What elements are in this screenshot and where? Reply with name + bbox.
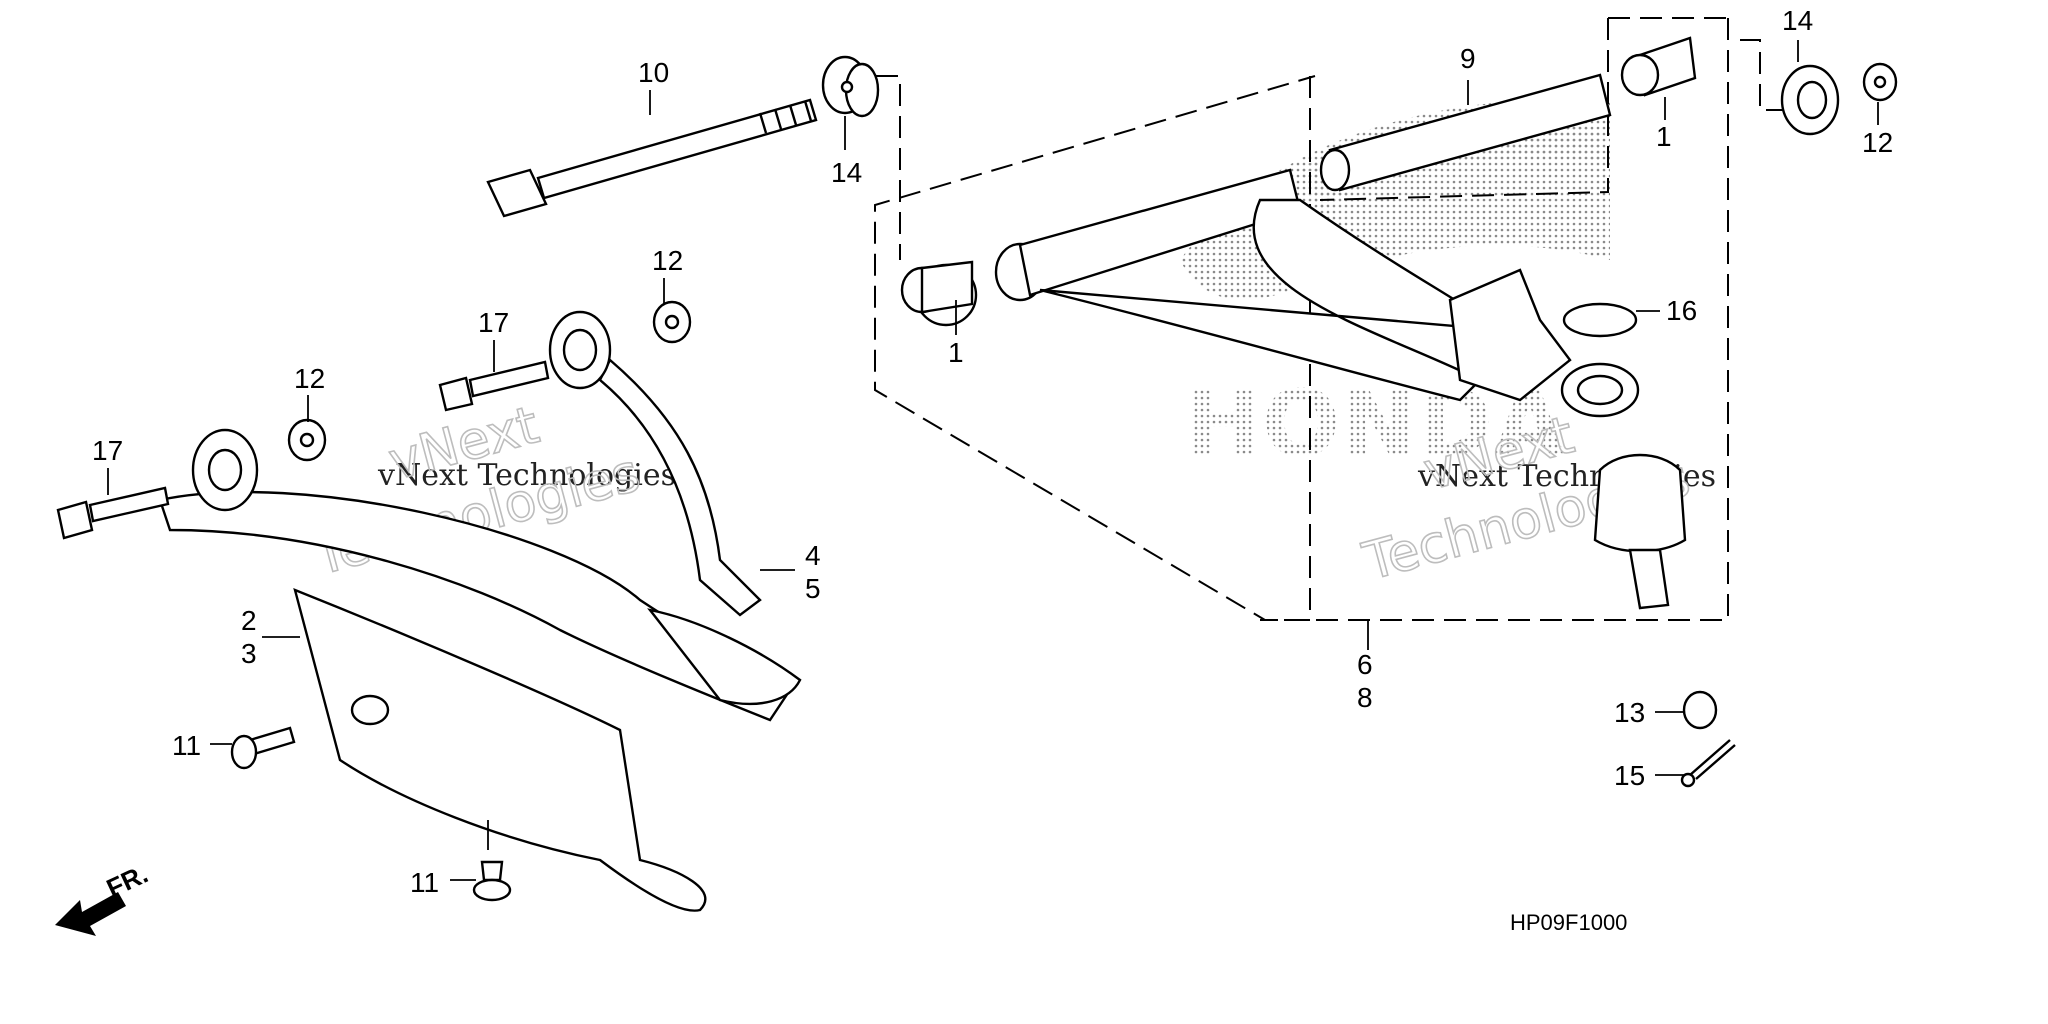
- callout-12-right: 12: [1862, 127, 1893, 158]
- callout-6: 6: [1357, 649, 1373, 680]
- bolt-part-17-lower: [56, 486, 170, 540]
- callout-14-right: 14: [1782, 5, 1813, 36]
- callout-17-lower: 17: [92, 435, 123, 466]
- callout-3: 3: [241, 638, 257, 669]
- callout-5: 5: [805, 573, 821, 604]
- washer-part-14-right: [1780, 64, 1840, 136]
- callout-13: 13: [1614, 697, 1645, 728]
- long-bolt-part-10: [486, 98, 818, 218]
- callout-11-lower: 11: [410, 867, 439, 898]
- washer-part-14-upper: [821, 55, 880, 118]
- nut-part-12-left-lower: [287, 418, 327, 462]
- callout-8: 8: [1357, 682, 1373, 713]
- callout-11-upper: 11: [172, 730, 201, 761]
- bolt-part-17-upper: [438, 360, 550, 412]
- collar-part-9: [1319, 73, 1612, 192]
- front-direction-indicator: FR.: [55, 859, 153, 936]
- circlip-part-16: [1562, 302, 1638, 338]
- bolt-part-11-upper: [230, 726, 296, 770]
- diagram-code: HP09F1000: [1510, 910, 1627, 935]
- callout-2: 2: [241, 605, 257, 636]
- nut-part-12-left-upper: [652, 300, 692, 344]
- callout-14-upper: 14: [831, 157, 862, 188]
- bushing-part-1-left: [900, 260, 974, 314]
- callout-17-upper: 17: [478, 307, 509, 338]
- callout-16: 16: [1666, 295, 1697, 326]
- callout-4: 4: [805, 540, 821, 571]
- watermark-text-left: vNext Technologies: [377, 458, 676, 493]
- callout-9: 9: [1460, 43, 1476, 74]
- lower-arm-part-6-8: [914, 168, 1640, 418]
- bolt-part-11-lower: [472, 860, 512, 902]
- front-arrow-icon: [55, 892, 126, 936]
- bushing-part-1-right: [1620, 36, 1697, 97]
- callout-12-left-upper: 12: [652, 245, 683, 276]
- castle-nut-part-13: [1682, 690, 1718, 730]
- ball-joint-part-7: [1593, 453, 1687, 610]
- callout-1-right: 1: [1656, 121, 1672, 152]
- callout-10: 10: [638, 57, 669, 88]
- callout-1-left: 1: [948, 337, 964, 368]
- nut-part-12-right: [1862, 62, 1898, 102]
- upper-arm-part-4-5: [158, 310, 802, 722]
- front-direction-label: FR.: [102, 859, 153, 904]
- callout-labels: 10 14 17 12 12 17 4 5 2 3 11 11 1 9 1 14…: [92, 5, 1893, 898]
- leader-lines: [107, 40, 1879, 881]
- cotter-pin-part-15: [1680, 739, 1736, 788]
- callout-15: 15: [1614, 760, 1645, 791]
- callout-12-left-lower: 12: [294, 363, 325, 394]
- arm-guard-part-2-3: [293, 587, 707, 912]
